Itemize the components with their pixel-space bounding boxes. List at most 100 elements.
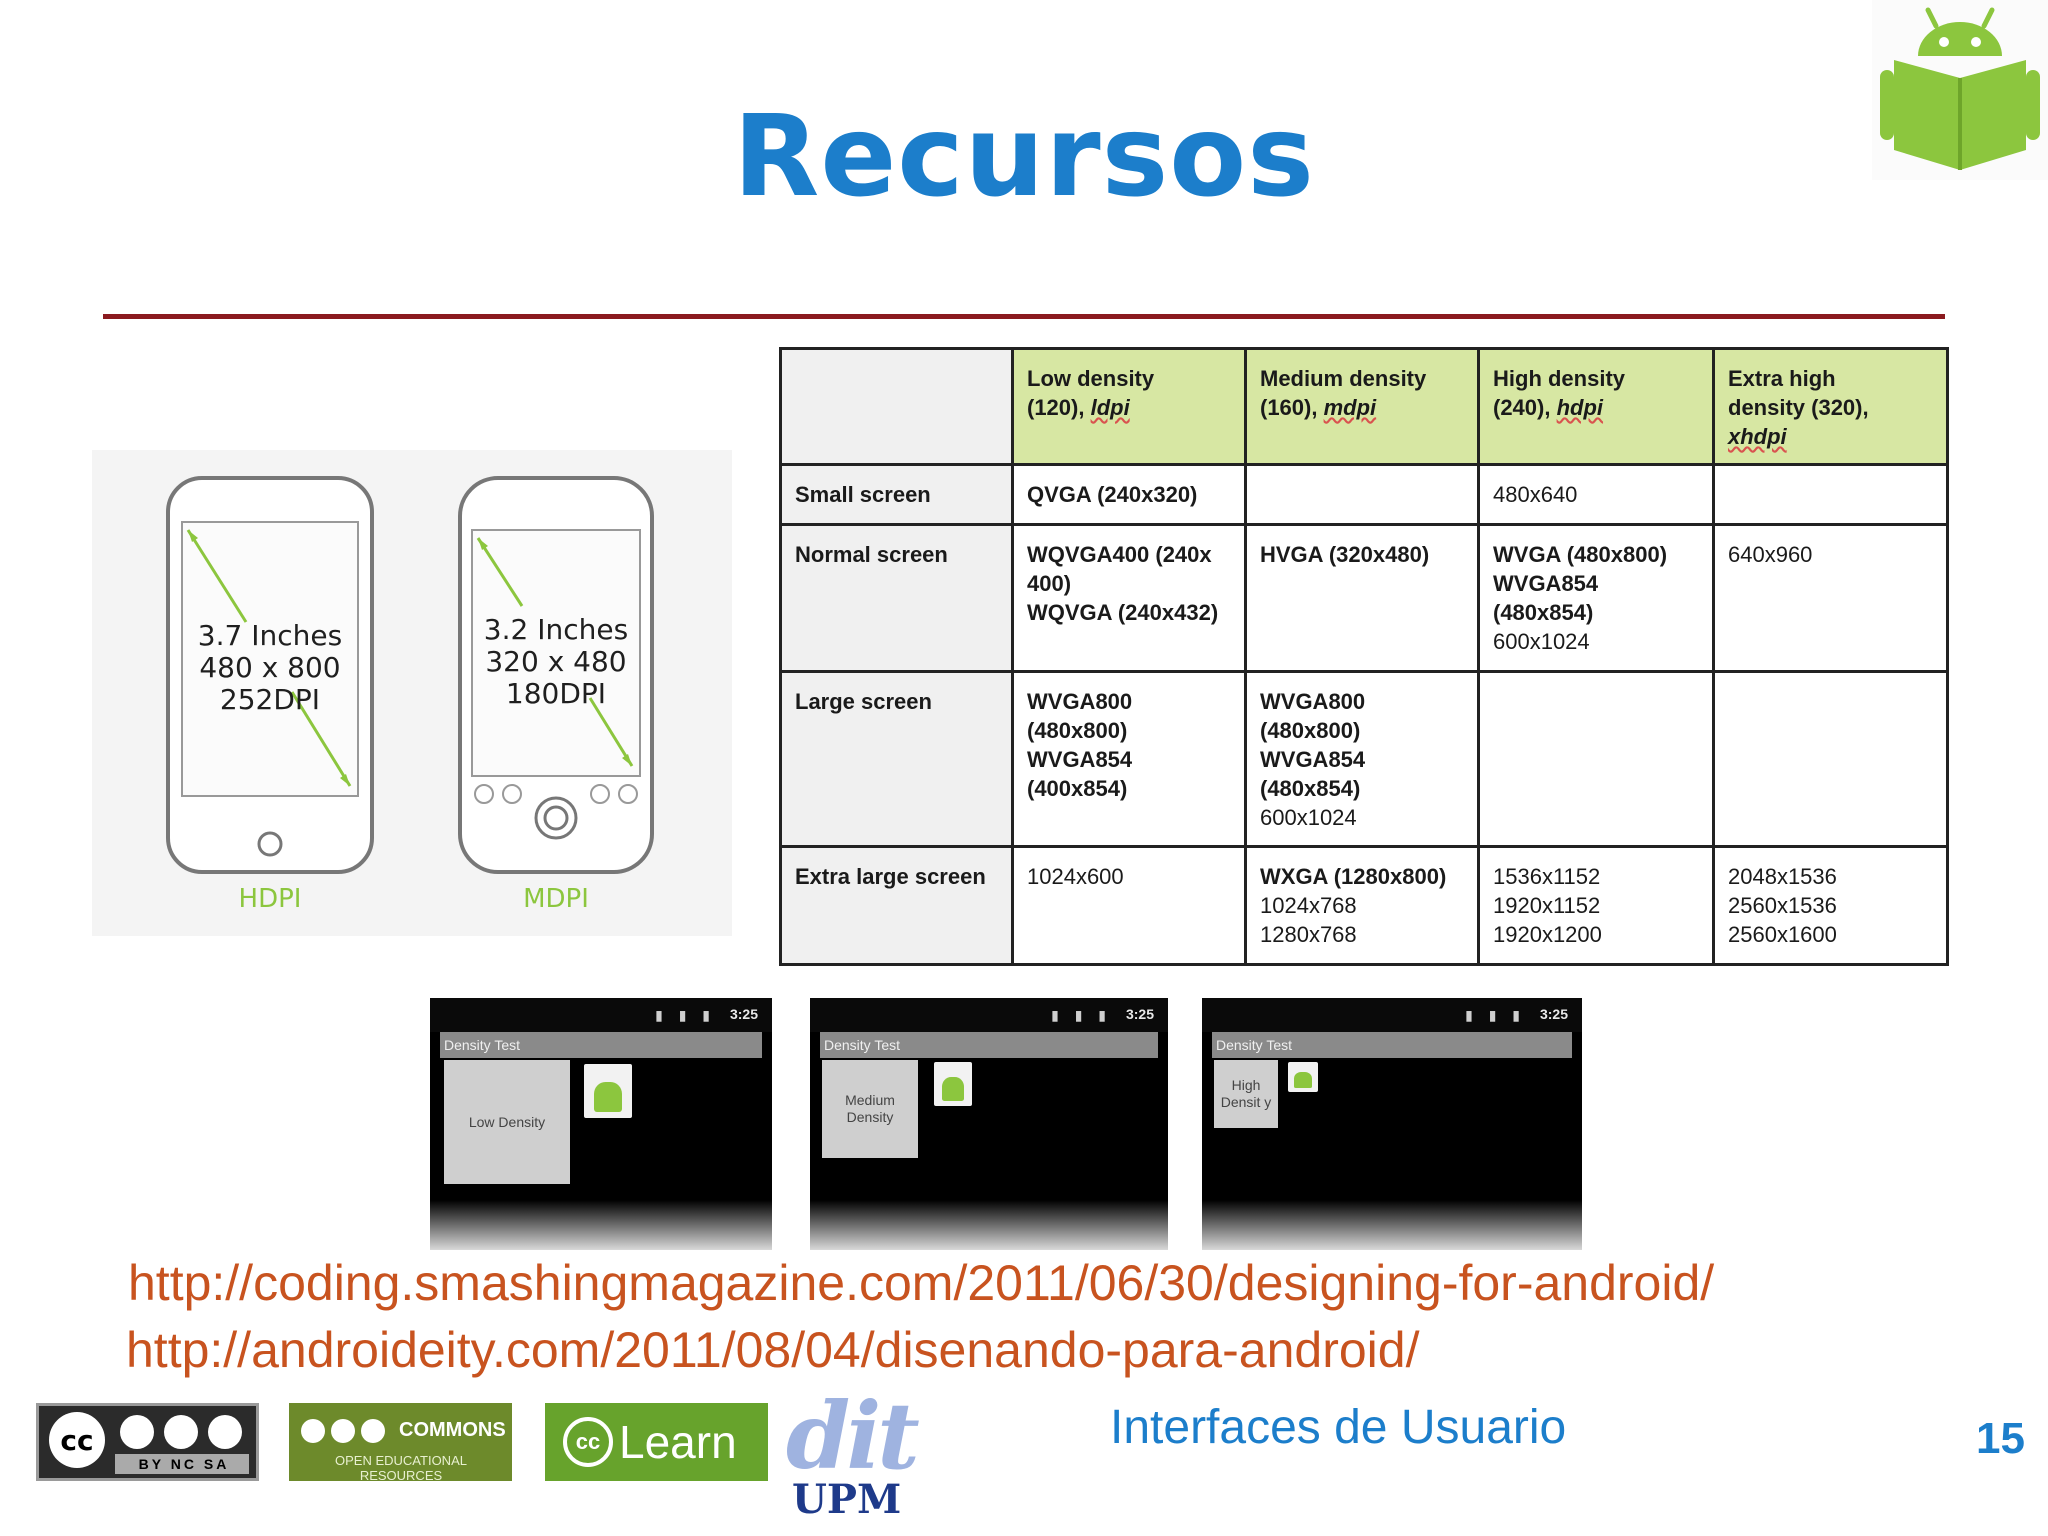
table-cell: 1024x600 [1011, 845, 1247, 966]
header-ldpi-title: Low density [1027, 366, 1155, 391]
row-label-normal: Normal screen [779, 523, 1014, 673]
table-cell [1712, 463, 1949, 526]
creative-commons-license-badge: cc BY NC SA [36, 1403, 259, 1481]
table-row: Large screen WVGA800 (480x800) WVGA854 (… [779, 670, 1949, 848]
cell-value: 2560x1600 [1728, 922, 1837, 947]
android-image-icon [584, 1064, 632, 1118]
cell-value: 1280x768 [1260, 922, 1357, 947]
app-title-bar: Density Test [440, 1032, 762, 1058]
cc-learn-badge: cc Learn [545, 1403, 768, 1481]
reference-link-androideity[interactable]: http://androideity.com/2011/08/04/disena… [126, 1322, 1420, 1378]
android-image-icon [934, 1062, 972, 1106]
header-mdpi: Medium density (160), mdpi [1244, 347, 1480, 466]
phone-density-figure: 3.7 Inches 480 x 800 252DPI HDPI 3.2 Inc… [92, 450, 732, 936]
header-hdpi-value: (240), [1493, 395, 1557, 420]
density-box: High Densit y [1214, 1060, 1278, 1128]
header-ldpi-abbr: ldpi [1090, 395, 1130, 420]
table-cell: 640x960 [1712, 523, 1949, 673]
table-cell: WVGA (480x800) WVGA854 (480x854) 600x102… [1477, 523, 1715, 673]
header-mdpi-abbr: mdpi [1323, 395, 1377, 420]
density-box: Low Density [444, 1060, 570, 1184]
mdpi-label: MDPI [523, 884, 589, 914]
reflection [1202, 1200, 1582, 1250]
table-cell: WQVGA400 (240x 400) WQVGA (240x432) [1011, 523, 1247, 673]
hdpi-resolution: 480 x 800 [199, 651, 341, 684]
cell-value: WXGA (1280x800) [1260, 864, 1447, 889]
cell-value: WVGA854 (400x854) [1027, 747, 1133, 801]
table-cell [1477, 670, 1715, 848]
cell-value: WVGA800 (480x800) [1260, 689, 1366, 743]
cell-value: 640x960 [1728, 542, 1813, 567]
cell-value: 600x1024 [1260, 805, 1357, 830]
table-row: Extra large screen 1024x600 WXGA (1280x8… [779, 845, 1949, 966]
screen-density-table: Low density (120), ldpi Medium density (16… [779, 347, 1949, 966]
table-cell: HVGA (320x480) [1244, 523, 1480, 673]
table-header-row: Low density (120), ldpi Medium density (16… [779, 347, 1949, 466]
dit-logo-text: dit [786, 1382, 920, 1490]
table-cell: 1536x1152 1920x1152 1920x1200 [1477, 845, 1715, 966]
cell-value: 1024x600 [1027, 864, 1124, 889]
table-corner-cell [779, 347, 1014, 466]
status-clock: 3:25 [1539, 1006, 1568, 1022]
status-icons: ▮ ▮ ▮ [655, 1007, 716, 1023]
cell-value: WVGA (480x800) [1493, 542, 1668, 567]
cc-badge-text: BY NC SA [138, 1456, 230, 1472]
cell-value: 1024x768 [1260, 893, 1357, 918]
status-bar: ▮ ▮ ▮ 3:25 [1202, 998, 1582, 1032]
header-xhdpi-value: density (320), [1728, 395, 1869, 420]
screenshot-high-density: ▮ ▮ ▮ 3:25 Density Test High Densit y [1202, 998, 1582, 1250]
cell-value: 2048x1536 [1728, 864, 1837, 889]
table-cell: 480x640 [1477, 463, 1715, 526]
row-label-large: Large screen [779, 670, 1014, 848]
cc-by-nc-sa-icon: cc [39, 1406, 256, 1478]
cell-value: 480x640 [1493, 482, 1578, 507]
android-book-logo [1872, 0, 2048, 180]
android-image-icon [1288, 1062, 1318, 1092]
header-ldpi: Low density (120), ldpi [1011, 347, 1247, 466]
cell-value: WVGA800 (480x800) [1027, 689, 1133, 743]
header-ldpi-value: (120), [1027, 395, 1091, 420]
cell-value: 1920x1152 [1493, 893, 1601, 918]
header-xhdpi-abbr: xhdpi [1728, 424, 1787, 449]
reflection [430, 1200, 772, 1250]
row-label-small: Small screen [779, 463, 1014, 526]
status-clock: 3:25 [729, 1006, 758, 1022]
header-hdpi-abbr: hdpi [1556, 395, 1604, 420]
header-mdpi-title: Medium density [1260, 366, 1427, 391]
header-hdpi-title: High density [1493, 366, 1626, 391]
mdpi-resolution: 320 x 480 [485, 645, 627, 678]
reflection [810, 1200, 1168, 1250]
status-icons: ▮ ▮ ▮ [1051, 1007, 1112, 1023]
table-cell: QVGA (240x320) [1011, 463, 1247, 526]
hdpi-phone-icon [166, 476, 374, 874]
status-bar: ▮ ▮ ▮ 3:25 [430, 998, 772, 1032]
header-mdpi-value: (160), [1260, 395, 1324, 420]
android-book-icon [1880, 7, 2040, 170]
page-number: 15 [1976, 1414, 2025, 1463]
reference-link-smashing[interactable]: http://coding.smashingmagazine.com/2011/… [128, 1255, 1715, 1311]
table-row: Normal screen WQVGA400 (240x 400) WQVGA … [779, 523, 1949, 673]
density-box: Medium Density [822, 1060, 918, 1158]
mdpi-size: 3.2 Inches [483, 613, 629, 646]
cell-value: QVGA (240x320) [1027, 482, 1198, 507]
cell-value: 600x1024 [1493, 629, 1590, 654]
upm-logo-text: UPM [792, 1476, 902, 1523]
occ-badge-top-text: COMMONS [399, 1419, 506, 1441]
status-icons: ▮ ▮ ▮ [1465, 1007, 1526, 1023]
mdpi-phone-specs: 3.2 Inches 320 x 480 180DPI [482, 614, 630, 710]
hdpi-dpi: 252DPI [219, 683, 321, 716]
cell-value: WQVGA400 (240x 400) [1027, 542, 1212, 596]
course-title: Interfaces de Usuario [1110, 1401, 1567, 1454]
header-hdpi: High density (240), hdpi [1477, 347, 1715, 466]
title-divider [103, 314, 1945, 319]
cell-value: WQVGA (240x432) [1027, 600, 1219, 625]
slide-title: Recursos [733, 92, 1315, 222]
learn-badge-text: Learn [619, 1416, 737, 1468]
table-cell [1244, 463, 1480, 526]
table-cell [1712, 670, 1949, 848]
cc-learn-icon: cc [563, 1417, 613, 1467]
svg-text:cc: cc [60, 1424, 93, 1457]
hdpi-phone-specs: 3.7 Inches 480 x 800 252DPI [196, 620, 344, 716]
open-course-commons-badge: COMMONS OPEN EDUCATIONAL RESOURCES [289, 1403, 512, 1483]
